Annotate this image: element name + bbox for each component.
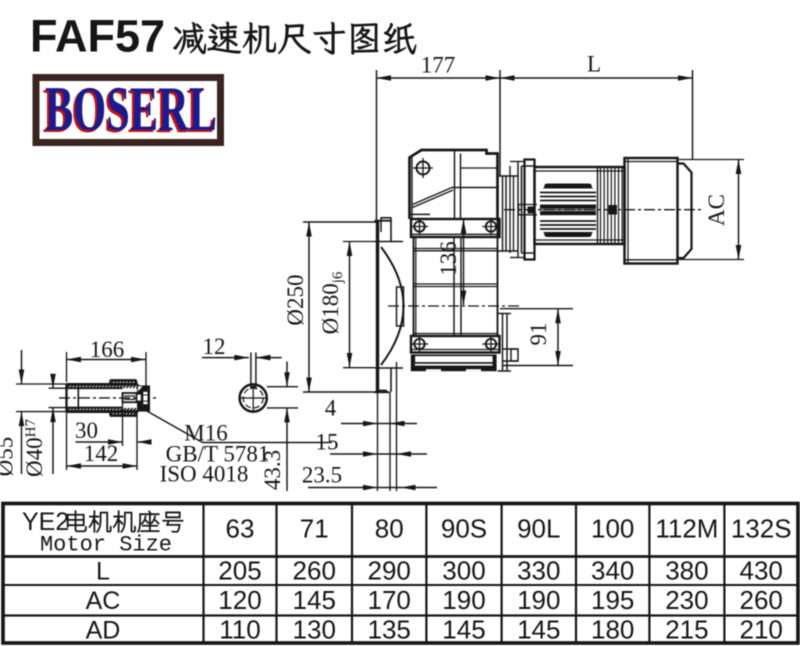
svg-text:112M: 112M <box>655 514 718 544</box>
svg-text:12: 12 <box>203 334 226 359</box>
svg-text:91: 91 <box>526 323 551 346</box>
svg-text:Motor Size: Motor Size <box>40 533 172 558</box>
svg-text:43.3: 43.3 <box>260 450 285 490</box>
svg-text:300: 300 <box>442 556 485 586</box>
svg-text:AD: AD <box>86 617 121 645</box>
svg-text:120: 120 <box>218 585 261 615</box>
svg-text:Ø250: Ø250 <box>283 274 308 325</box>
svg-text:L: L <box>96 558 110 586</box>
svg-text:Ø40H7: Ø40H7 <box>22 419 47 477</box>
svg-text:M16: M16 <box>184 421 227 446</box>
svg-text:145: 145 <box>517 615 560 645</box>
svg-text:230: 230 <box>665 585 708 615</box>
svg-text:30: 30 <box>75 418 98 443</box>
svg-text:AC: AC <box>704 194 729 226</box>
svg-text:4: 4 <box>325 396 337 421</box>
svg-text:71: 71 <box>300 514 329 544</box>
svg-text:170: 170 <box>368 585 411 615</box>
svg-text:110: 110 <box>219 615 260 645</box>
svg-text:90L: 90L <box>517 514 560 544</box>
svg-text:130: 130 <box>293 615 336 645</box>
svg-text:166: 166 <box>90 337 125 362</box>
svg-text:260: 260 <box>293 556 336 586</box>
svg-text:190: 190 <box>442 585 485 615</box>
svg-text:430: 430 <box>740 556 783 586</box>
svg-text:177: 177 <box>421 53 456 78</box>
svg-text:180: 180 <box>591 615 634 645</box>
svg-text:AC: AC <box>86 587 121 615</box>
svg-text:63: 63 <box>226 514 255 544</box>
svg-text:135: 135 <box>368 615 411 645</box>
svg-text:BOSERL: BOSERL <box>43 75 215 146</box>
svg-text:132S: 132S <box>731 514 792 544</box>
svg-text:90S: 90S <box>441 514 487 544</box>
svg-text:330: 330 <box>517 556 560 586</box>
svg-text:L: L <box>587 52 601 77</box>
svg-text:205: 205 <box>218 556 261 586</box>
svg-text:145: 145 <box>293 585 336 615</box>
svg-text:FAF57: FAF57 <box>30 11 165 62</box>
svg-text:BOSERL: BOSERL <box>45 73 217 144</box>
svg-text:Ø55: Ø55 <box>0 437 18 477</box>
svg-text:380: 380 <box>665 556 708 586</box>
svg-text:195: 195 <box>591 585 634 615</box>
svg-text:260: 260 <box>740 585 783 615</box>
svg-text:80: 80 <box>375 514 404 544</box>
svg-text:210: 210 <box>740 615 783 645</box>
svg-text:100: 100 <box>591 514 634 544</box>
svg-text:YE2: YE2 <box>22 508 69 536</box>
svg-text:145: 145 <box>442 615 485 645</box>
svg-text:215: 215 <box>665 615 708 645</box>
svg-text:290: 290 <box>368 556 411 586</box>
svg-text:23.5: 23.5 <box>302 463 342 488</box>
svg-text:142: 142 <box>84 441 119 466</box>
svg-text:190: 190 <box>517 585 560 615</box>
svg-text:GB/T 5781: GB/T 5781 <box>166 442 270 467</box>
svg-text:136: 136 <box>436 241 461 276</box>
svg-text:ISO 4018: ISO 4018 <box>160 462 249 487</box>
svg-text:340: 340 <box>591 556 634 586</box>
